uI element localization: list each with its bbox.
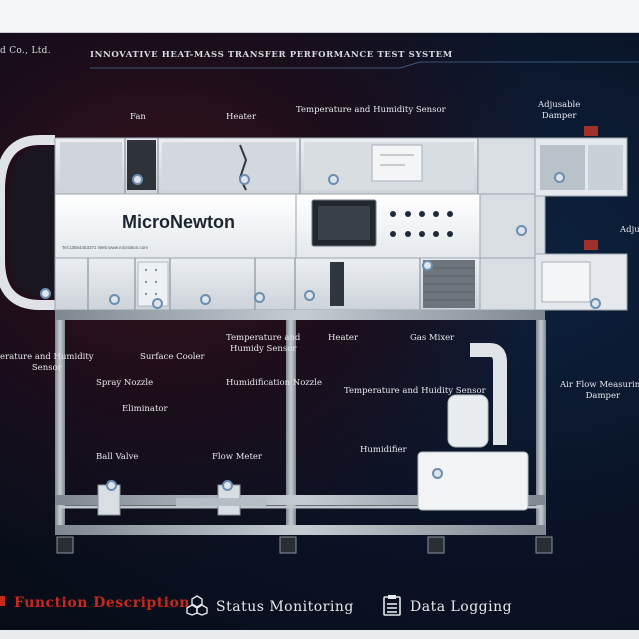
label-surface-cooler: Surface Cooler — [140, 352, 205, 362]
label-th-sensor-lower: Temperature and Huidity Sensor — [344, 386, 486, 396]
test-system-diagram — [0, 126, 628, 554]
cubes-icon — [186, 594, 208, 620]
tab-status-monitoring[interactable]: Status Monitoring — [186, 594, 354, 620]
label-th-sensor-left: erature and Humidity Sensor — [0, 352, 94, 373]
label-spray-nozzle: Spray Nozzle — [96, 378, 154, 388]
tab-function-description-label: Function Description — [14, 595, 190, 611]
label-eliminator: Eliminator — [122, 404, 168, 414]
callout-th-mid — [254, 292, 265, 303]
tab-function-description[interactable]: Function Description — [0, 594, 190, 612]
callout-humidifier — [432, 468, 443, 479]
callout-adj-damper — [554, 172, 565, 183]
callout-flow-meter — [222, 480, 233, 491]
label-airflow-damper: Air Flow Measuring Damper — [560, 380, 639, 401]
tab-status-monitoring-label: Status Monitoring — [216, 599, 354, 615]
callout-th-sensor-top — [328, 174, 339, 185]
label-adj-damper-2: Adju — [620, 225, 639, 235]
callout-eliminator — [200, 294, 211, 305]
label-humid-nozzle: Humidification Nozzle — [226, 378, 323, 388]
callout-fan — [132, 174, 143, 185]
brand-contact: Tel:13554453371 Web:www.micnlaton.com — [62, 245, 148, 250]
callout-gas-mixer — [422, 260, 433, 271]
system-title: INNOVATIVE HEAT-MASS TRANSFER PERFORMANC… — [90, 50, 453, 60]
label-humidifier: Humidifier — [360, 445, 407, 455]
label-fan: Fan — [130, 112, 146, 122]
label-th-sensor-top: Temperature and Humidity Sensor — [296, 105, 446, 115]
callout-heater-mid — [304, 290, 315, 301]
callout-ball-valve — [106, 480, 117, 491]
callout-left-sensor — [40, 288, 51, 299]
label-ball-valve: Ball Valve — [96, 452, 139, 462]
label-heater-mid: Heater — [328, 333, 359, 343]
label-flow-meter: Flow Meter — [212, 452, 262, 462]
window-bottom-bar — [0, 630, 639, 639]
tab-data-logging-label: Data Logging — [410, 599, 513, 615]
callout-adj-2 — [516, 225, 527, 236]
function-icon — [0, 594, 6, 612]
callout-heater-top — [239, 174, 250, 185]
callout-airflow — [590, 298, 601, 309]
window-top-bar — [0, 0, 639, 33]
label-th-sensor-mid: Temperature and Humidy Sensor — [226, 333, 301, 354]
clipboard-icon — [382, 594, 402, 620]
brand-logo: MicroNewton — [122, 212, 236, 232]
callout-spray — [109, 294, 120, 305]
label-heater-top: Heater — [226, 112, 257, 122]
label-gas-mixer: Gas Mixer — [410, 333, 455, 343]
company-name: d Co., Ltd. — [0, 46, 51, 56]
callout-cooler — [152, 298, 163, 309]
header-decoration — [90, 61, 639, 69]
label-adj-damper-1: Adjusable Damper — [538, 100, 581, 121]
tab-data-logging[interactable]: Data Logging — [382, 594, 512, 620]
